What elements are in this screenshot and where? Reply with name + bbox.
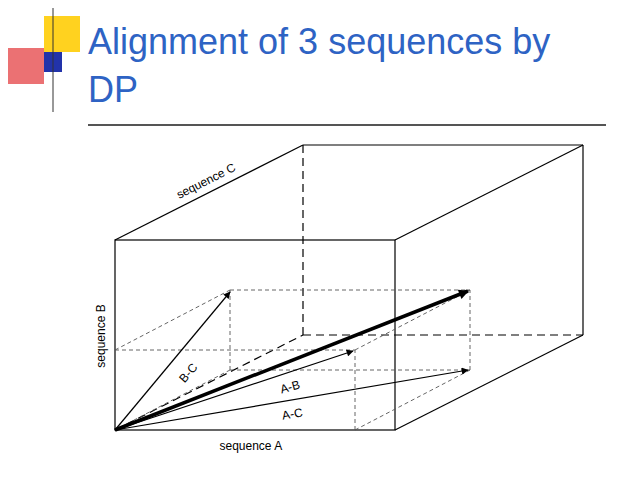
- vector-label: B-C: [174, 359, 201, 387]
- cube-hidden-edges: [115, 145, 583, 430]
- subbox-edges: [115, 290, 470, 430]
- axis-label: sequence C: [172, 159, 239, 202]
- alignment-vectors: [115, 291, 468, 430]
- decoration: [8, 8, 606, 125]
- vector-label: A-B: [277, 377, 304, 397]
- vector-label: A-C: [278, 405, 305, 423]
- cube-edges: [115, 145, 583, 430]
- slide-title: Alignment of 3 sequences by DP: [88, 18, 558, 114]
- axis-label: sequence B: [93, 302, 107, 369]
- axis-label: sequence A: [218, 439, 285, 453]
